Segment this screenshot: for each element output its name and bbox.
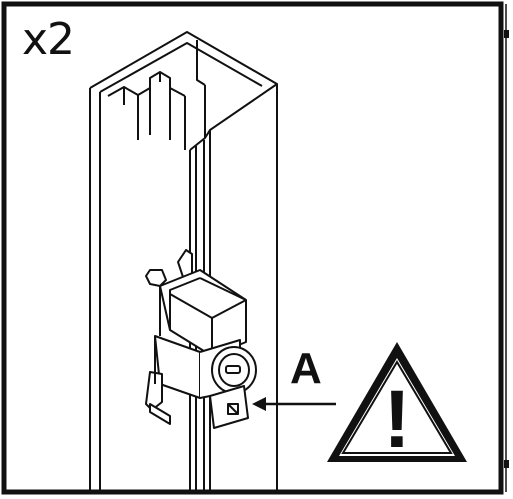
frame-edge-mark: [504, 30, 509, 38]
warning-exclamation: !: [383, 374, 410, 465]
quantity-label: x2: [22, 14, 75, 65]
arrow-left-icon: [252, 397, 336, 411]
callout-label-a: A: [290, 344, 322, 393]
warning-triangle-icon: !: [327, 342, 467, 465]
clip-fitting: [145, 249, 257, 429]
frame-edge-mark: [504, 460, 509, 468]
